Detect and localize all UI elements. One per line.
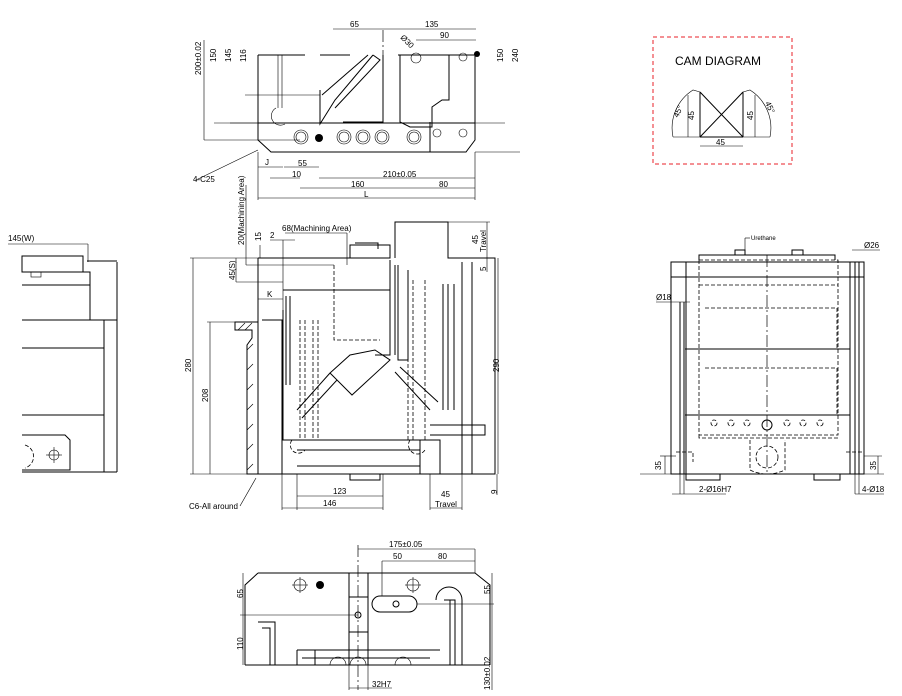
label-travel-bottom: Travel xyxy=(435,500,457,509)
dim-123: 123 xyxy=(333,487,347,496)
dim-dia26: Ø26 xyxy=(864,241,880,250)
dim-146: 146 xyxy=(323,499,337,508)
cam-height-left: 45 xyxy=(687,111,696,120)
dim-240: 240 xyxy=(511,48,520,62)
dim-45-travel-top: 45 xyxy=(471,235,480,244)
dim-90: 90 xyxy=(440,31,449,40)
dim-130: 130±0.02 xyxy=(483,656,492,690)
top-view: 65 135 90 Ø30 200±0.02 150 145 116 150 2… xyxy=(193,20,520,200)
cam-height-right: 45 xyxy=(746,111,755,120)
dim-116: 116 xyxy=(239,49,248,62)
dim-175: 175±0.05 xyxy=(389,540,423,549)
dim-35-right: 35 xyxy=(869,461,878,470)
dim-135: 135 xyxy=(425,20,439,29)
cam-angle-left: 45° xyxy=(672,104,685,119)
dim-65: 65 xyxy=(350,20,359,29)
dim-machining-area-horizontal: 68(Machining Area) xyxy=(282,224,352,233)
dim-32h7: 32H7 xyxy=(372,680,392,689)
dim-9: 9 xyxy=(490,489,499,494)
dim-k: K xyxy=(267,290,273,299)
dim-15: 15 xyxy=(254,232,263,241)
dim-machining-area-vertical: 20(Machining Area) xyxy=(237,175,246,245)
dim-150-left: 150 xyxy=(209,48,218,62)
dim-80: 80 xyxy=(439,180,448,189)
label-urethane: Urethane xyxy=(751,236,776,242)
dim-45-travel-bottom: 45 xyxy=(441,490,450,499)
dim-dia18: Ø18 xyxy=(656,293,672,302)
front-view: 20(Machining Area) 68(Machining Area) 15… xyxy=(184,175,501,511)
dim-145: 145 xyxy=(224,48,233,62)
dim-145w: 145(W) xyxy=(8,234,35,243)
dim-55: 55 xyxy=(298,159,307,168)
dim-10: 10 xyxy=(292,170,301,179)
bottom-view: 175±0.05 50 80 65 110 55 130±0.02 32H7 xyxy=(236,540,494,690)
dim-160: 160 xyxy=(351,180,365,189)
dim-dia30: Ø30 xyxy=(399,33,416,50)
right-side-view: Urethane Ø26 Ø18 35 35 2-Ø16H7 4-Ø18 xyxy=(640,236,885,495)
dim-45s: 45(S) xyxy=(228,260,237,280)
dim-50: 50 xyxy=(393,552,402,561)
dim-210: 210±0.05 xyxy=(383,170,417,179)
dim-280: 280 xyxy=(184,358,193,372)
dim-55-bottom: 55 xyxy=(483,585,492,594)
left-side-view: 145(W) xyxy=(8,234,118,473)
label-c6-all-around: C6-All around xyxy=(189,502,238,511)
dim-2-dia16h7: 2-Ø16H7 xyxy=(699,485,732,494)
label-travel-top: Travel xyxy=(479,230,488,252)
dim-2: 2 xyxy=(270,231,275,240)
cam-width: 45 xyxy=(716,138,725,147)
dim-80-bottom: 80 xyxy=(438,552,447,561)
dim-35-left: 35 xyxy=(654,461,663,470)
cam-diagram-title: CAM DIAGRAM xyxy=(675,54,761,68)
dim-110: 110 xyxy=(236,637,245,650)
dim-290: 290 xyxy=(492,358,501,372)
dim-5: 5 xyxy=(479,266,488,271)
cam-angle-right: 45° xyxy=(763,100,776,115)
dim-j: J xyxy=(265,158,269,167)
dim-150-right: 150 xyxy=(496,48,505,62)
label-chamfer: 4-C25 xyxy=(193,175,215,184)
dim-208: 208 xyxy=(201,388,210,402)
dim-65-bottom: 65 xyxy=(236,589,245,598)
dim-200: 200±0.02 xyxy=(194,41,203,75)
dim-l: L xyxy=(364,190,369,199)
dim-4-dia18: 4-Ø18 xyxy=(862,485,885,494)
cam-diagram: CAM DIAGRAM 45° 45° 45 45 45 xyxy=(652,36,793,165)
